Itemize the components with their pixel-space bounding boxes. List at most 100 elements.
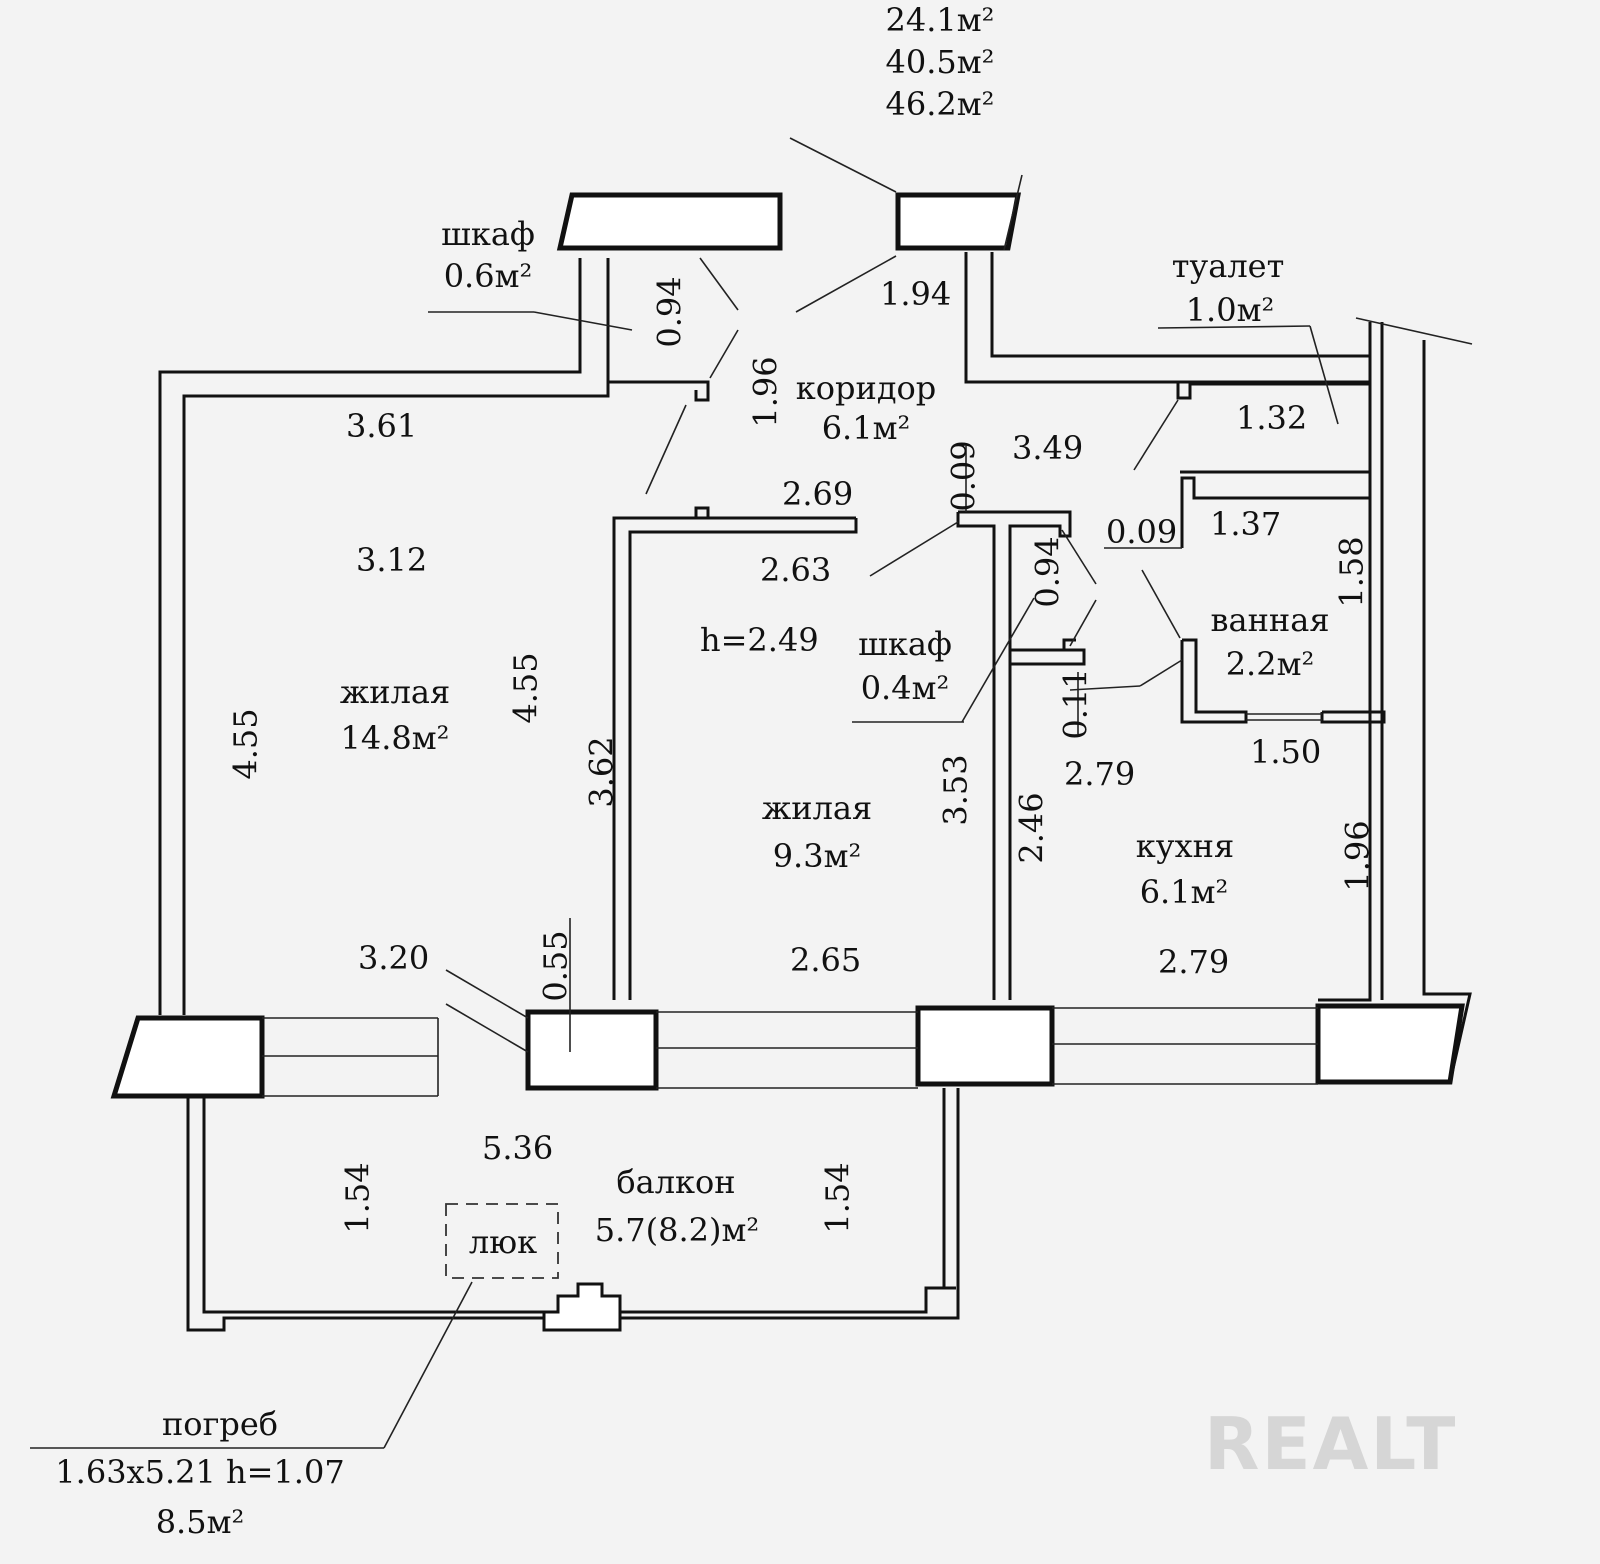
bath-wall-left [1180, 638, 1248, 724]
dim-1-37: 1.37 [1210, 505, 1282, 543]
dim-0-94-mid: 0.94 [1028, 536, 1067, 608]
bath-name: ванная [1210, 601, 1330, 639]
bath-wall-top [1180, 476, 1370, 548]
door-swing-3 [645, 404, 687, 495]
dim-2-65: 2.65 [790, 941, 862, 979]
closet2-shelf [1010, 648, 1086, 666]
toilet-wall-top [1176, 382, 1370, 400]
door-swing-1 [699, 257, 739, 311]
bath-door-swing-3 [1069, 685, 1141, 691]
kitchen-name: кухня [1135, 827, 1235, 865]
dim-2-69: 2.69 [782, 475, 854, 513]
dim-3-20: 3.20 [358, 939, 430, 977]
living1-area: 14.8м² [340, 719, 450, 757]
ceiling-height: h=2.49 [700, 621, 819, 659]
closet2-door-swing-2 [1069, 599, 1097, 647]
living2-wall-outer [612, 516, 856, 1000]
hatch-label: люк [468, 1223, 538, 1261]
dim-1-54-right: 1.54 [818, 1162, 857, 1234]
corridor-name: коридор [795, 369, 937, 407]
closet2-wall-right [958, 510, 1072, 1000]
leader-line-totals [789, 137, 897, 193]
balcony-name: балкон [616, 1163, 736, 1201]
dim-3-53: 3.53 [936, 754, 975, 826]
closet2-door-swing [1061, 529, 1097, 585]
pier-right [1315, 1003, 1465, 1085]
dim-1-50: 1.50 [1250, 733, 1322, 771]
leader-toilet [1309, 325, 1339, 425]
bath-area: 2.2м² [1225, 645, 1315, 683]
bath-door-swing-2 [1139, 659, 1183, 687]
dim-4-55-right: 4.55 [506, 652, 545, 724]
balcony-area: 5.7(8.2)м² [594, 1211, 760, 1249]
dim-0-09-a: 0.09 [944, 440, 983, 512]
leader-cellar [383, 1281, 473, 1449]
dim-2-46: 2.46 [1012, 792, 1051, 864]
pier-mid-right [915, 1005, 1055, 1087]
closet2-wall-left [956, 512, 996, 1000]
leader-055-b [445, 1003, 529, 1053]
leader-toilet-h [1157, 325, 1311, 329]
pier-left [110, 1015, 265, 1099]
dim-0-09-b: 0.09 [1106, 513, 1178, 551]
closet1-name: шкаф [441, 215, 535, 253]
dim-1-96-corridor: 1.96 [746, 356, 785, 428]
dim-1-58: 1.58 [1332, 536, 1371, 608]
realt-watermark: REALT [1204, 1402, 1458, 1486]
outer-wall-left-inner [182, 258, 610, 1015]
dim-2-79-top: 2.79 [1064, 755, 1136, 793]
living2-wall-inner [628, 518, 858, 1000]
leader-263 [869, 521, 959, 577]
dim-1-32: 1.32 [1236, 399, 1308, 437]
hatch-box [445, 1203, 559, 1279]
balcony-outer [186, 1088, 960, 1332]
balcony-inner [202, 1096, 956, 1314]
total-area-main: 40.5м² [885, 43, 995, 81]
pier-mid-left [525, 1009, 659, 1091]
break-line [1003, 174, 1023, 251]
dim-3-62: 3.62 [582, 736, 621, 808]
top-right-wall-stub [895, 192, 1022, 251]
dim-1-54-left: 1.54 [338, 1162, 377, 1234]
dim-3-61: 3.61 [346, 407, 418, 445]
toilet-door-swing [1133, 399, 1179, 471]
cellar-area: 8.5м² [155, 1503, 245, 1541]
outer-wall-left-outer [158, 258, 582, 1015]
total-area-full: 46.2м² [885, 85, 995, 123]
bath-wall-right [1320, 710, 1386, 724]
bath-door-swing [1141, 569, 1181, 639]
dim-1-94: 1.94 [880, 275, 952, 313]
dim-0-55: 0.55 [536, 930, 575, 1002]
dim-5-36: 5.36 [482, 1129, 554, 1167]
balcony-step [542, 1282, 622, 1332]
living2-name: жилая [761, 789, 873, 827]
dim-2-63: 2.63 [760, 551, 832, 589]
closet2-area: 0.4м² [860, 669, 950, 707]
closet2-nub [1062, 638, 1076, 650]
dim-0-94-top: 0.94 [650, 276, 689, 348]
dim-1-96-kitchen: 1.96 [1338, 820, 1377, 892]
top-left-wall-stub [556, 192, 783, 251]
closet1-partition [608, 380, 710, 402]
corridor-area: 6.1м² [821, 409, 911, 447]
dim-3-49: 3.49 [1012, 429, 1084, 467]
toilet-name: туалет [1171, 247, 1285, 285]
leader-055-a [445, 969, 529, 1019]
dim-4-55-left: 4.55 [226, 708, 265, 780]
dim-3-12: 3.12 [356, 541, 428, 579]
right-break-line [1355, 317, 1473, 345]
corridor-wall-inner [990, 252, 1370, 358]
closet2-name: шкаф [858, 625, 952, 663]
toilet-area: 1.0м² [1185, 291, 1275, 329]
toilet-wall-bottom [1180, 322, 1372, 474]
total-area-living: 24.1м² [885, 1, 995, 39]
right-wall-inner [1318, 322, 1372, 1002]
living2-area: 9.3м² [772, 837, 862, 875]
kitchen-area: 6.1м² [1139, 873, 1229, 911]
leader-closet2 [961, 597, 1035, 723]
closet1-area: 0.6м² [443, 257, 533, 295]
dim-2-79-bot: 2.79 [1158, 943, 1230, 981]
cellar-name: погреб [161, 1405, 279, 1443]
cellar-dims: 1.63x5.21 h=1.07 [55, 1453, 345, 1491]
